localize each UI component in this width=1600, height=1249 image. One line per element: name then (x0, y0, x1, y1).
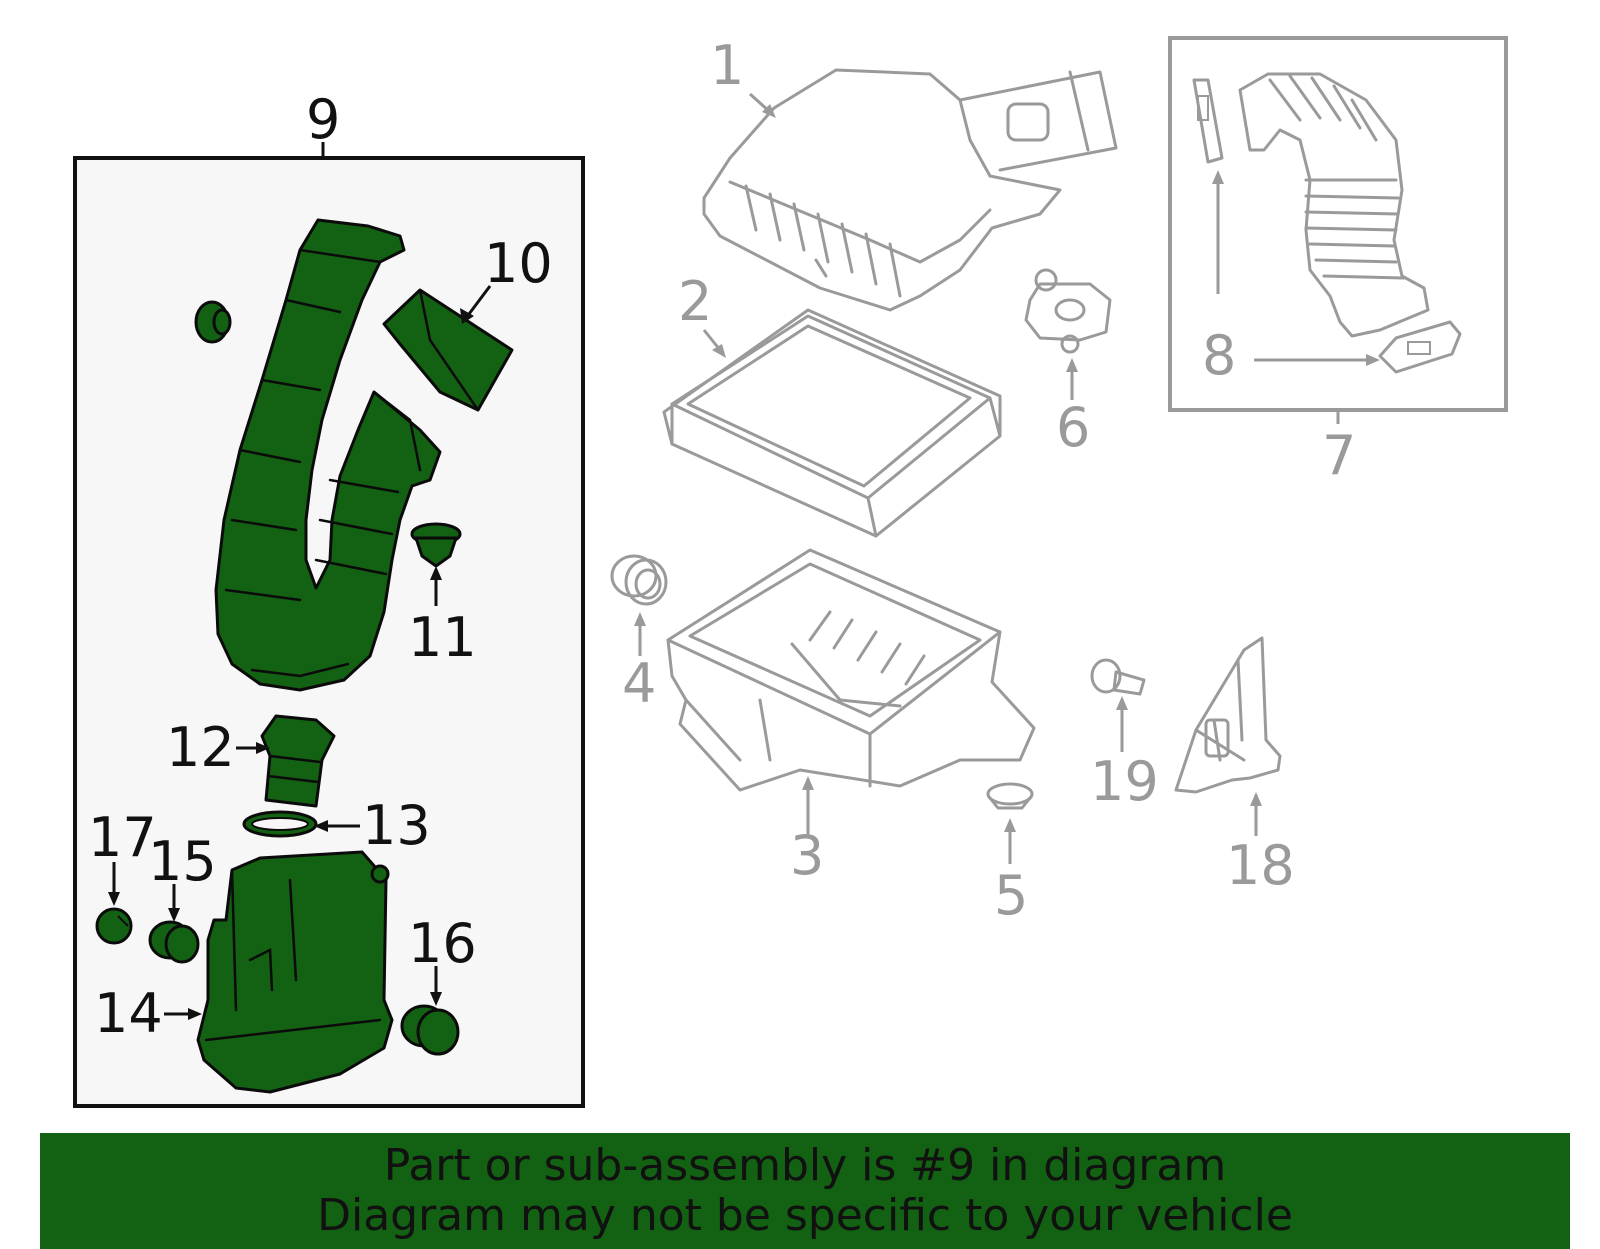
part-8-clip-lower[interactable] (1378, 320, 1462, 374)
callout-17: 17 (88, 806, 157, 869)
callout-7: 7 (1322, 424, 1356, 487)
part-11-clip[interactable] (410, 522, 462, 568)
part-1-cover[interactable] (702, 68, 1118, 312)
part-4-grommet[interactable] (610, 554, 668, 606)
part-17-grommet[interactable] (95, 907, 133, 945)
part-5-grommet[interactable] (986, 782, 1034, 810)
part-18-bracket[interactable] (1174, 636, 1282, 794)
callout-6: 6 (1056, 396, 1090, 459)
part-14-resonator[interactable] (196, 850, 394, 1094)
part-3-housing[interactable] (666, 548, 1036, 792)
part-2-filter[interactable] (662, 308, 1002, 538)
callout-3: 3 (790, 824, 824, 887)
info-banner: Part or sub-assembly is #9 in diagram Di… (40, 1133, 1570, 1249)
callout-15: 15 (148, 830, 217, 893)
part-16-cap[interactable] (400, 1004, 460, 1056)
part-6-sensor[interactable] (1024, 268, 1112, 354)
callout-12: 12 (166, 716, 235, 779)
part-9-air-duct[interactable] (214, 218, 442, 692)
part-15-bushing[interactable] (148, 920, 200, 964)
banner-line-2: Diagram may not be specific to your vehi… (317, 1190, 1293, 1241)
callout-16: 16 (408, 912, 477, 975)
grommet-part[interactable] (194, 300, 232, 344)
part-19-clip[interactable] (1090, 658, 1146, 696)
callout-5: 5 (994, 864, 1028, 927)
callout-19: 19 (1090, 750, 1159, 813)
callout-18: 18 (1226, 834, 1295, 897)
banner-line-1: Part or sub-assembly is #9 in diagram (383, 1140, 1227, 1191)
callout-13: 13 (362, 794, 431, 857)
callout-14: 14 (94, 982, 163, 1045)
callout-2: 2 (678, 270, 712, 333)
callout-4: 4 (622, 652, 656, 715)
callout-11: 11 (408, 606, 477, 669)
part-8-clip-upper[interactable] (1192, 78, 1224, 164)
callout-10: 10 (484, 232, 553, 295)
callout-1: 1 (710, 34, 744, 97)
callout-9: 9 (306, 88, 340, 151)
part-12-sensor-tube[interactable] (260, 714, 336, 808)
part-7-hose[interactable] (1238, 72, 1430, 338)
part-10-adapter[interactable] (382, 288, 514, 412)
callout-8: 8 (1202, 324, 1236, 387)
